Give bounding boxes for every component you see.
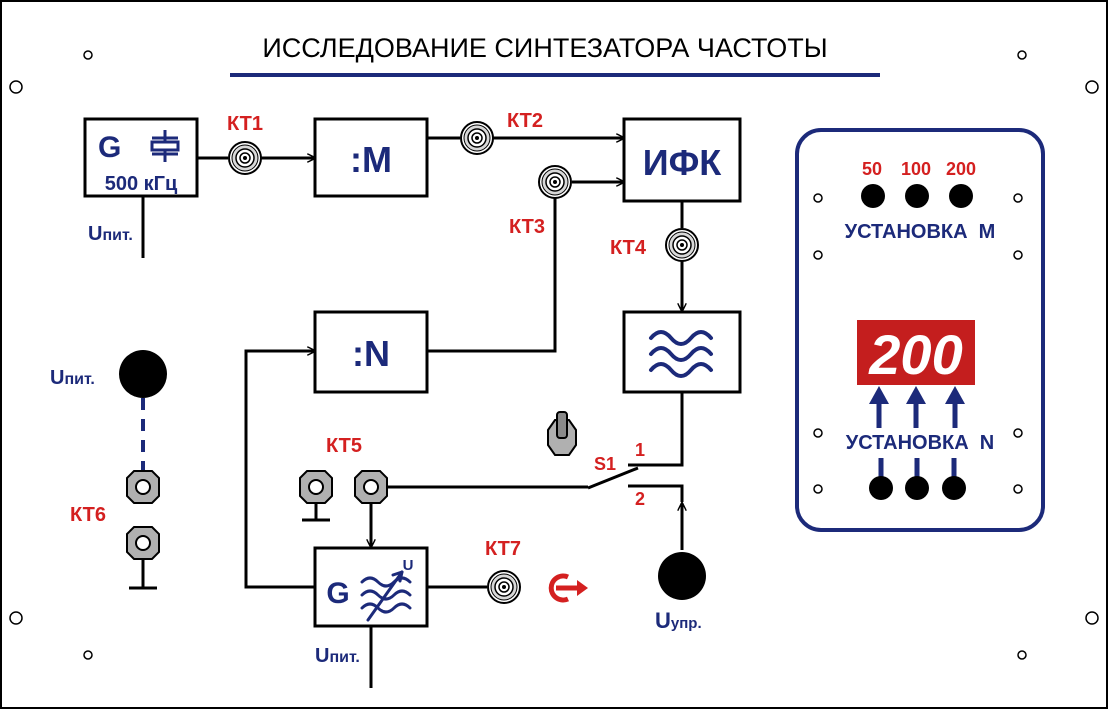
ref-supply-label: Uпит. — [88, 223, 133, 245]
kt2-label: КТ2 — [507, 110, 543, 132]
m-button-100[interactable] — [905, 184, 929, 208]
n-arrows — [869, 386, 965, 428]
kt1-label: КТ1 — [227, 113, 263, 135]
kt7-label: КТ7 — [485, 538, 521, 560]
ref-generator-block — [83, 117, 199, 198]
n-display — [857, 320, 975, 385]
kt6-label: КТ6 — [70, 504, 106, 526]
n-display-value: 200 — [868, 323, 962, 386]
kt2-coax-jack[interactable] — [460, 121, 494, 155]
kt1-coax-jack[interactable] — [228, 141, 262, 175]
vco-tuning-icon — [360, 570, 412, 622]
page-title: ИССЛЕДОВАНИЕ СИНТЕЗАТОРА ЧАСТОТЫ — [262, 33, 827, 63]
switch-pos2: 2 — [635, 489, 645, 509]
kt3-coax-jack[interactable] — [538, 165, 572, 199]
kt4-label: КТ4 — [610, 237, 647, 259]
divider-m-block — [313, 117, 429, 198]
panel-screws — [813, 193, 1023, 494]
m-button-50[interactable] — [861, 184, 885, 208]
output-icon — [548, 573, 588, 603]
m-setting-label: УСТАНОВКА М — [845, 221, 996, 243]
vco-symbol: G — [326, 577, 349, 610]
kt6-ground-socket[interactable] — [126, 526, 160, 560]
control-input-wire — [628, 484, 684, 502]
kt5-signal-socket[interactable] — [354, 470, 388, 504]
mounting-holes — [9, 50, 1099, 660]
kt5-label: КТ5 — [326, 435, 362, 457]
n-setting-label: УСТАНОВКА N — [846, 432, 994, 454]
ref-generator-symbol: G — [98, 131, 121, 164]
switch-label: S1 — [594, 454, 616, 474]
lowpass-filter-icon — [649, 330, 713, 378]
ref-generator-freq: 500 кГц — [105, 173, 178, 195]
n-button-2[interactable] — [905, 476, 929, 500]
m-button-200[interactable] — [949, 184, 973, 208]
control-voltage-label: Uупр. — [655, 608, 702, 633]
vco-superscript: U — [403, 557, 414, 574]
vco-supply-label: Uпит. — [315, 645, 360, 667]
m-option-50: 50 — [862, 159, 882, 179]
n-button-1[interactable] — [869, 476, 893, 500]
divider-n-label: :N — [352, 333, 390, 374]
kt3-label: КТ3 — [509, 216, 545, 238]
n-button-3[interactable] — [942, 476, 966, 500]
kt6-signal-socket[interactable] — [126, 470, 160, 504]
kt4-coax-jack[interactable] — [665, 228, 699, 262]
divider-m-label: :M — [350, 139, 392, 180]
n-feedback-wire — [427, 198, 557, 353]
phase-detector-label: ИФК — [643, 142, 723, 183]
supply-jack[interactable] — [119, 350, 167, 398]
kt5-ground-socket[interactable] — [299, 470, 333, 504]
lowpass-filter-block — [622, 310, 742, 394]
switch-blade — [587, 466, 639, 490]
m-option-100: 100 — [901, 159, 931, 179]
phase-detector-block — [622, 117, 742, 203]
kt7-coax-jack[interactable] — [487, 570, 521, 604]
control-voltage-jack[interactable] — [658, 552, 706, 600]
crystal-icon — [150, 130, 180, 162]
left-supply-label: Uпит. — [50, 367, 95, 389]
switch-pos1: 1 — [635, 440, 645, 460]
m-option-200: 200 — [946, 159, 976, 179]
filter-out-wire — [628, 392, 684, 467]
toggle-switch[interactable] — [547, 411, 577, 456]
vco-feedback-wire — [244, 351, 315, 589]
